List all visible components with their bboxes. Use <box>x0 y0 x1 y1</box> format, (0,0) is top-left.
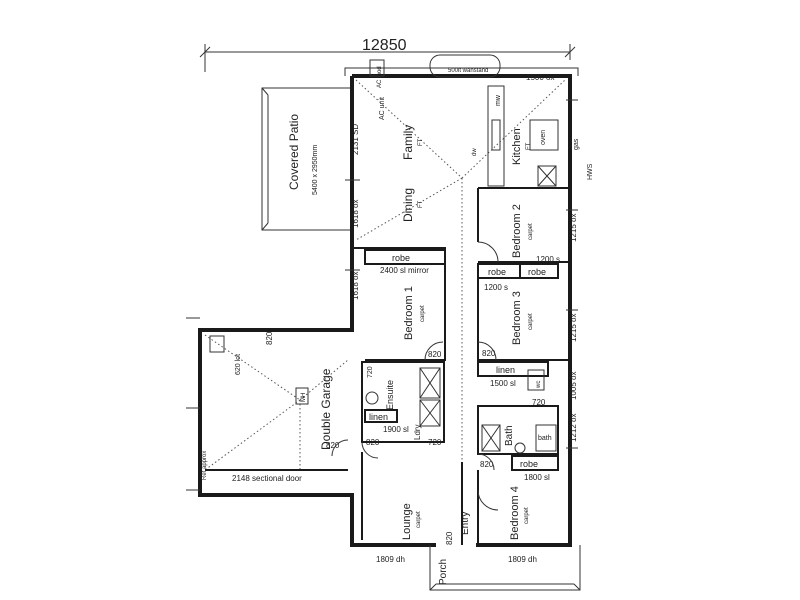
dim-bath-door: 820 <box>480 460 494 469</box>
room-kitchen-floor: FT <box>526 142 532 150</box>
fixture-mh: MH <box>301 393 307 402</box>
robe-bed4-label: robe <box>520 459 538 469</box>
room-covered-patio-label: Covered Patio <box>287 114 301 190</box>
dim-garage-door: 2148 sectional door <box>232 474 302 483</box>
fixture-gas: gas <box>573 138 580 150</box>
dim-window-bed2: 1215 ox <box>569 214 578 242</box>
room-kitchen-label: Kitchen <box>511 128 523 165</box>
bedroom-4: robe 1800 sl Bedroom 4 carpet 1809 dh <box>477 455 559 564</box>
bedroom-3: Bedroom 3 carpet 1215 ox 820 <box>477 278 578 361</box>
fixture-dw: dw <box>472 148 478 156</box>
dim-linen-bath: 1500 sl <box>490 379 516 388</box>
room-bedroom3-floor: carpet <box>528 313 534 330</box>
kitchen: mw dw Kitchen FT oven gas HWS <box>472 85 594 187</box>
room-ensuite-label: Ensuite <box>385 380 395 410</box>
room-family-floor: FT <box>418 138 424 146</box>
room-covered-patio-size: 5400 x 2950mm <box>312 145 319 195</box>
dim-garage-width: 820 <box>265 331 274 345</box>
family-dining: Family FT Dining FT <box>401 125 424 222</box>
dim-laundry-door: 820 <box>366 438 380 447</box>
fixture-ac-unit: AC unit <box>379 97 386 120</box>
room-bedroom1-label: Bedroom 1 <box>403 286 415 340</box>
dim-bed3-door: 820 <box>482 349 496 358</box>
dim-window-family-label: 2131 SD <box>351 124 360 155</box>
room-family-label: Family <box>401 125 415 160</box>
linen-left-label: linen <box>369 412 388 422</box>
overall-dimension: 12850 <box>199 37 576 72</box>
room-bedroom2-floor: carpet <box>528 223 534 240</box>
ensuite-laundry: Ensuite 720 linen 1900 sl Ldry 820 720 <box>361 361 445 459</box>
linen-right-label: linen <box>496 365 515 375</box>
room-dining-floor: FT <box>418 200 424 208</box>
room-porch-label: Porch <box>438 559 449 585</box>
fixture-bath-tub: bath <box>538 435 552 442</box>
lounge-entry: Lounge carpet Entry 820 Porch 1809 dh <box>361 452 471 585</box>
room-dining-label: Dining <box>401 188 415 222</box>
ceiling-lines <box>355 79 566 540</box>
dim-bed3-robe: 1200 s <box>484 283 508 292</box>
dim-bed4-robe: 1800 sl <box>524 473 550 482</box>
dim-linen-laundry: 1900 sl <box>383 425 409 434</box>
double-garage: 820 620 lot Ref approx MH Double Garage … <box>202 331 349 483</box>
room-double-garage-label: Double Garage <box>319 368 333 450</box>
dim-window-dining-label: 1618 ox <box>351 200 360 228</box>
dim-ensuite-door: 720 <box>367 366 374 378</box>
room-lounge-floor: carpet <box>416 511 422 528</box>
window-markers <box>186 99 578 491</box>
dim-window-bed3: 1215 ox <box>569 314 578 342</box>
house-outline <box>198 67 581 591</box>
bedroom-2: Bedroom 2 carpet 1200 s 1215 ox <box>477 187 578 264</box>
robe-bed2-label: robe <box>488 267 506 277</box>
robe-bed1-label: robe <box>392 253 410 263</box>
dim-garage-door2: 820 <box>326 441 340 450</box>
room-bedroom2-label: Bedroom 2 <box>511 204 523 258</box>
dim-bed1-robe: 2400 sl mirror <box>380 266 429 275</box>
overall-width-label: 12850 <box>362 37 407 54</box>
dim-window-bed4: 1809 dh <box>508 555 537 564</box>
dim-bed2-door: 1200 s <box>536 255 560 264</box>
dim-laundry-door2: 720 <box>428 438 442 447</box>
dim-window-bed1: 1618 ox <box>351 272 360 300</box>
dim-window-bath: 1212 ox <box>569 414 578 442</box>
covered-patio: Covered Patio 5400 x 2950mm 2131 SD 1618… <box>261 87 360 231</box>
dim-porch-ox: 1500 ox <box>526 73 554 82</box>
top-fixtures: AC mod 500lt wanstand 1500 ox AC unit <box>369 54 554 120</box>
robes-row: robe robe 1200 s <box>477 263 559 292</box>
dim-entry-door: 820 <box>445 531 454 545</box>
bath-area: linen 1500 sl wc 720 1005 ox Bath bath 1… <box>477 361 578 471</box>
dim-window-ensuite: 1005 ox <box>569 372 578 400</box>
fixture-mw: mw <box>495 94 502 106</box>
dim-window-lounge: 1809 dh <box>376 555 405 564</box>
room-bedroom3-label: Bedroom 3 <box>511 291 523 345</box>
room-entry-label: Entry <box>460 512 471 535</box>
room-bath-label: Bath <box>504 425 515 446</box>
fixture-ac-top: AC mod <box>377 66 383 88</box>
dim-garage-note: Ref approx <box>202 451 208 480</box>
dim-wc-door: 720 <box>532 398 546 407</box>
fixture-oven: oven <box>540 130 547 145</box>
fixture-wc: wc <box>536 381 542 389</box>
dim-bed1-door: 820 <box>428 350 442 359</box>
dim-garage-side: 620 lot <box>235 354 242 375</box>
room-bedroom4-floor: carpet <box>524 507 530 524</box>
room-bedroom4-label: Bedroom 4 <box>509 486 521 540</box>
fixture-outdoor-wanstand: 500lt wanstand <box>448 68 488 74</box>
robe-bed3-label: robe <box>528 267 546 277</box>
bedroom-1: robe 2400 sl mirror Bedroom 1 carpet 161… <box>351 247 446 361</box>
room-bedroom1-floor: carpet <box>420 305 426 322</box>
fixture-hws: HWS <box>587 163 594 180</box>
room-laundry-label: Ldry <box>413 424 422 440</box>
room-lounge-label: Lounge <box>401 503 413 540</box>
